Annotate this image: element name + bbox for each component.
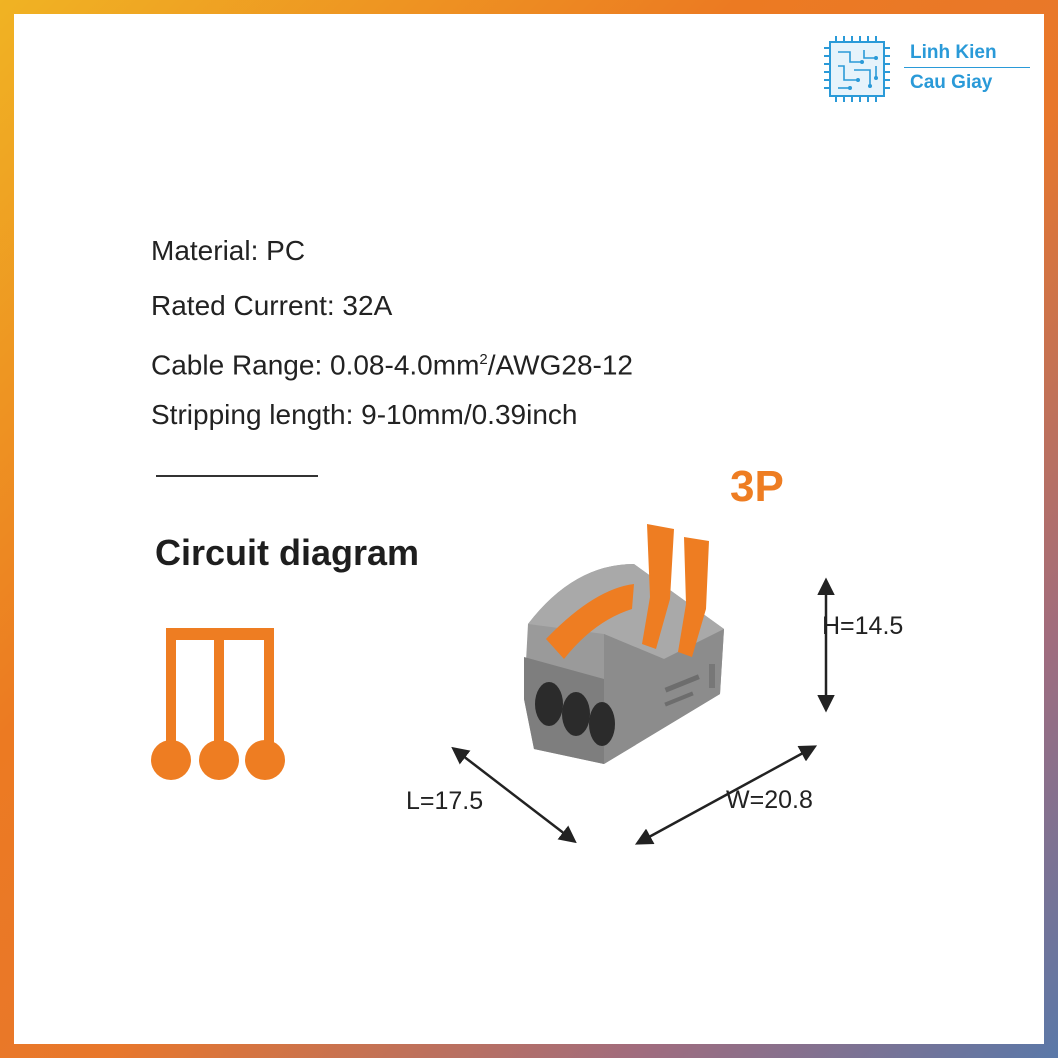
height-dimension-label: H=14.5 [822,612,904,640]
circuit-diagram-icon [151,628,285,780]
brand-name-line2: Cau Giay [910,72,993,93]
section-divider [156,475,318,477]
wire-connector-illustration [451,524,835,845]
length-dimension-label: L=17.5 [406,787,484,815]
pole-count-label: 3P [730,462,784,511]
spec-stripping-length: Stripping length: 9-10mm/0.39inch [151,398,578,430]
cable-range-suffix: /AWG28-12 [487,349,633,381]
brand-name-line1: Linh Kien [910,42,997,63]
spec-list: Material: PC Rated Current: 32A Cable Ra… [151,224,633,442]
brand-logo: Linh Kien Cau Giay [824,36,1034,118]
width-dimension-label: W=20.8 [726,786,813,814]
spec-cable-range: Cable Range: 0.08-4.0mm2/AWG28-12 [151,333,633,388]
product-card: Linh Kien Cau Giay Material: PC Rated Cu… [14,14,1044,1044]
spec-material: Material: PC [151,235,306,266]
cable-range-superscript: 2 [479,351,488,368]
brand-separator [904,67,1030,68]
circuit-diagram-title: Circuit diagram [155,532,420,573]
circuit-chip-icon [824,36,890,102]
cable-range-prefix: Cable Range: 0.08-4.0mm [151,349,480,381]
spec-rated-current: Rated Current: 32A [151,289,393,321]
